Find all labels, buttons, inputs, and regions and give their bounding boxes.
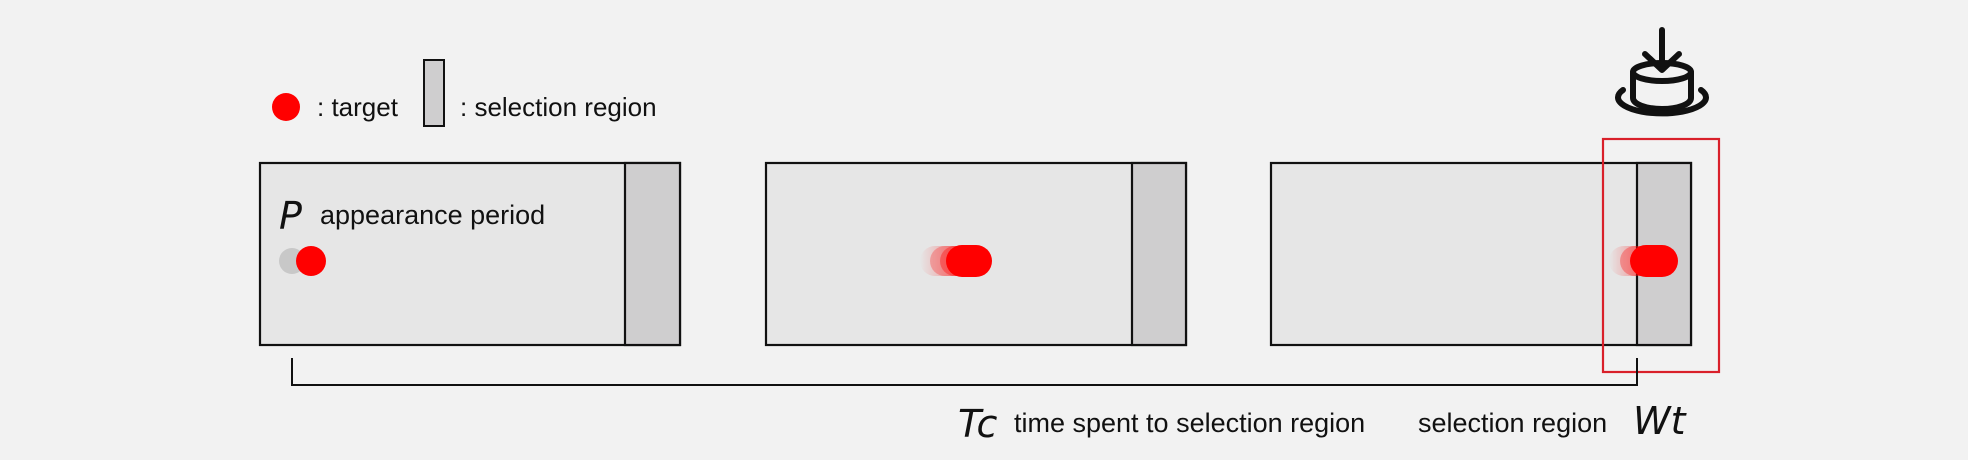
tc-symbol: Tc xyxy=(958,402,998,446)
legend-target-label: : target xyxy=(317,92,398,122)
tc-label: time spent to selection region xyxy=(1014,408,1366,438)
panel-2 xyxy=(764,161,1188,347)
legend-target-icon xyxy=(272,93,300,121)
panel-3 xyxy=(1269,137,1721,374)
highlight-box xyxy=(1601,137,1721,374)
tc-bracket xyxy=(291,358,1638,386)
moving-target-icon xyxy=(946,245,992,277)
appearance-period-label: appearance period xyxy=(320,200,546,230)
wt-symbol: Wt xyxy=(1633,399,1686,443)
database-download-icon xyxy=(1615,27,1709,117)
panel-1-frame xyxy=(258,161,682,347)
legend-selection-region-icon xyxy=(423,59,445,127)
appearance-period-symbol: P xyxy=(279,194,302,238)
wt-label: selection region xyxy=(1418,408,1608,438)
legend-selection-region-label: : selection region xyxy=(460,92,657,122)
panel-2-selection-region xyxy=(1130,161,1188,347)
panel-1-selection-region xyxy=(623,161,682,347)
panel-1 xyxy=(258,161,682,347)
arriving-target-icon xyxy=(1630,245,1678,277)
target-icon xyxy=(296,246,326,276)
